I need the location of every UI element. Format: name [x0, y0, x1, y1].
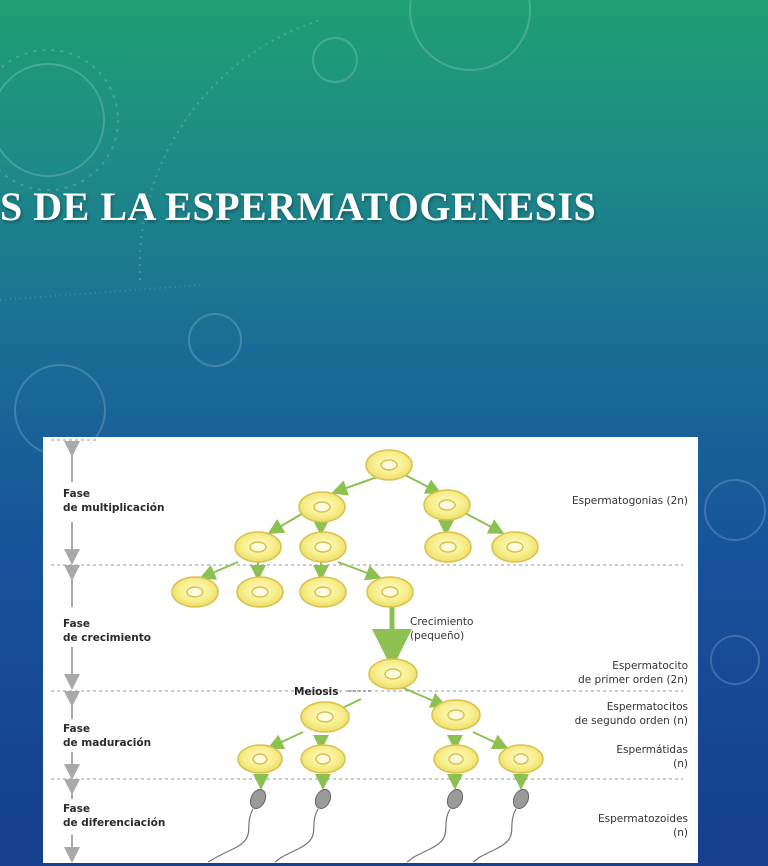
cell-primary-spermatocyte — [368, 658, 418, 690]
spermatozoon — [274, 788, 332, 863]
division-arrow — [267, 731, 304, 750]
stage-label: de primer orden (2n) — [578, 674, 688, 686]
division-arrow — [199, 561, 239, 580]
deco-ring — [312, 37, 358, 83]
division-arrow — [331, 474, 384, 496]
stage-label: (n) — [673, 827, 688, 839]
phase-label: Fase — [63, 803, 90, 815]
stage-label: Espermatogonias (2n) — [572, 495, 688, 507]
deco-ring — [188, 313, 242, 367]
phase-label: de crecimiento — [63, 632, 151, 644]
phase-label: Fase — [63, 618, 90, 630]
cell-spermatogonium — [298, 491, 346, 523]
growth-label: Crecimiento — [410, 616, 473, 628]
cell-spermatid — [498, 744, 544, 774]
division-arrow — [400, 686, 447, 708]
cell-secondary-spermatocyte — [431, 699, 481, 731]
phase-label: Fase — [63, 488, 90, 500]
stage-label: de segundo orden (n) — [575, 715, 688, 727]
phase-label: de diferenciación — [63, 817, 165, 829]
division-arrow — [404, 474, 442, 494]
spermatozoon — [472, 788, 530, 863]
slide-title: S DE LA ESPERMATOGENESIS — [0, 184, 597, 229]
division-arrow — [472, 731, 509, 750]
cell-spermatid — [237, 744, 283, 774]
cell-spermatogonium — [366, 576, 414, 608]
deco-ring — [0, 49, 119, 191]
cell-spermatogonium — [299, 531, 347, 563]
division-arrow — [267, 511, 306, 535]
cell-spermatid — [433, 744, 479, 774]
stage-label: Espermatozoides — [598, 813, 688, 825]
cell-spermatogonium — [236, 576, 284, 608]
spermatozoon — [207, 788, 267, 863]
cell-spermatogonium — [299, 576, 347, 608]
stage-label: (n) — [673, 758, 688, 770]
meiosis-label: Meiosis — [294, 686, 338, 698]
cell-spermatid — [300, 744, 346, 774]
deco-ring — [710, 635, 760, 685]
deco-ring — [704, 479, 766, 541]
phase-label: de multiplicación — [63, 502, 164, 514]
stage-label: Espermátidas — [616, 744, 688, 756]
cell-spermatogonium — [171, 576, 219, 608]
spermatogenesis-diagram: Fase de multiplicación Fase de crecimien… — [43, 437, 698, 863]
stage-label: Espermatocito — [612, 660, 688, 672]
deco-arc — [138, 19, 321, 281]
stage-label: Espermatocitos — [607, 701, 688, 713]
division-arrow — [337, 561, 382, 581]
phase-label: de maduración — [63, 737, 151, 749]
deco-ring — [409, 0, 531, 71]
cell-spermatogonium — [423, 489, 471, 521]
deco-ring — [0, 63, 105, 177]
growth-label-sub: (pequeño) — [410, 630, 464, 642]
diagram-canvas: Fase de multiplicación Fase de crecimien… — [51, 439, 688, 863]
spermatozoon — [406, 788, 464, 863]
cell-spermatogonium — [234, 531, 282, 563]
cell-spermatogonium — [365, 449, 413, 481]
cell-spermatogonium — [424, 531, 472, 563]
deco-arc — [0, 284, 201, 301]
cell-secondary-spermatocyte — [300, 701, 350, 733]
cell-spermatogonium — [491, 531, 539, 563]
phase-label: Fase — [63, 723, 90, 735]
division-arrow — [462, 511, 505, 534]
